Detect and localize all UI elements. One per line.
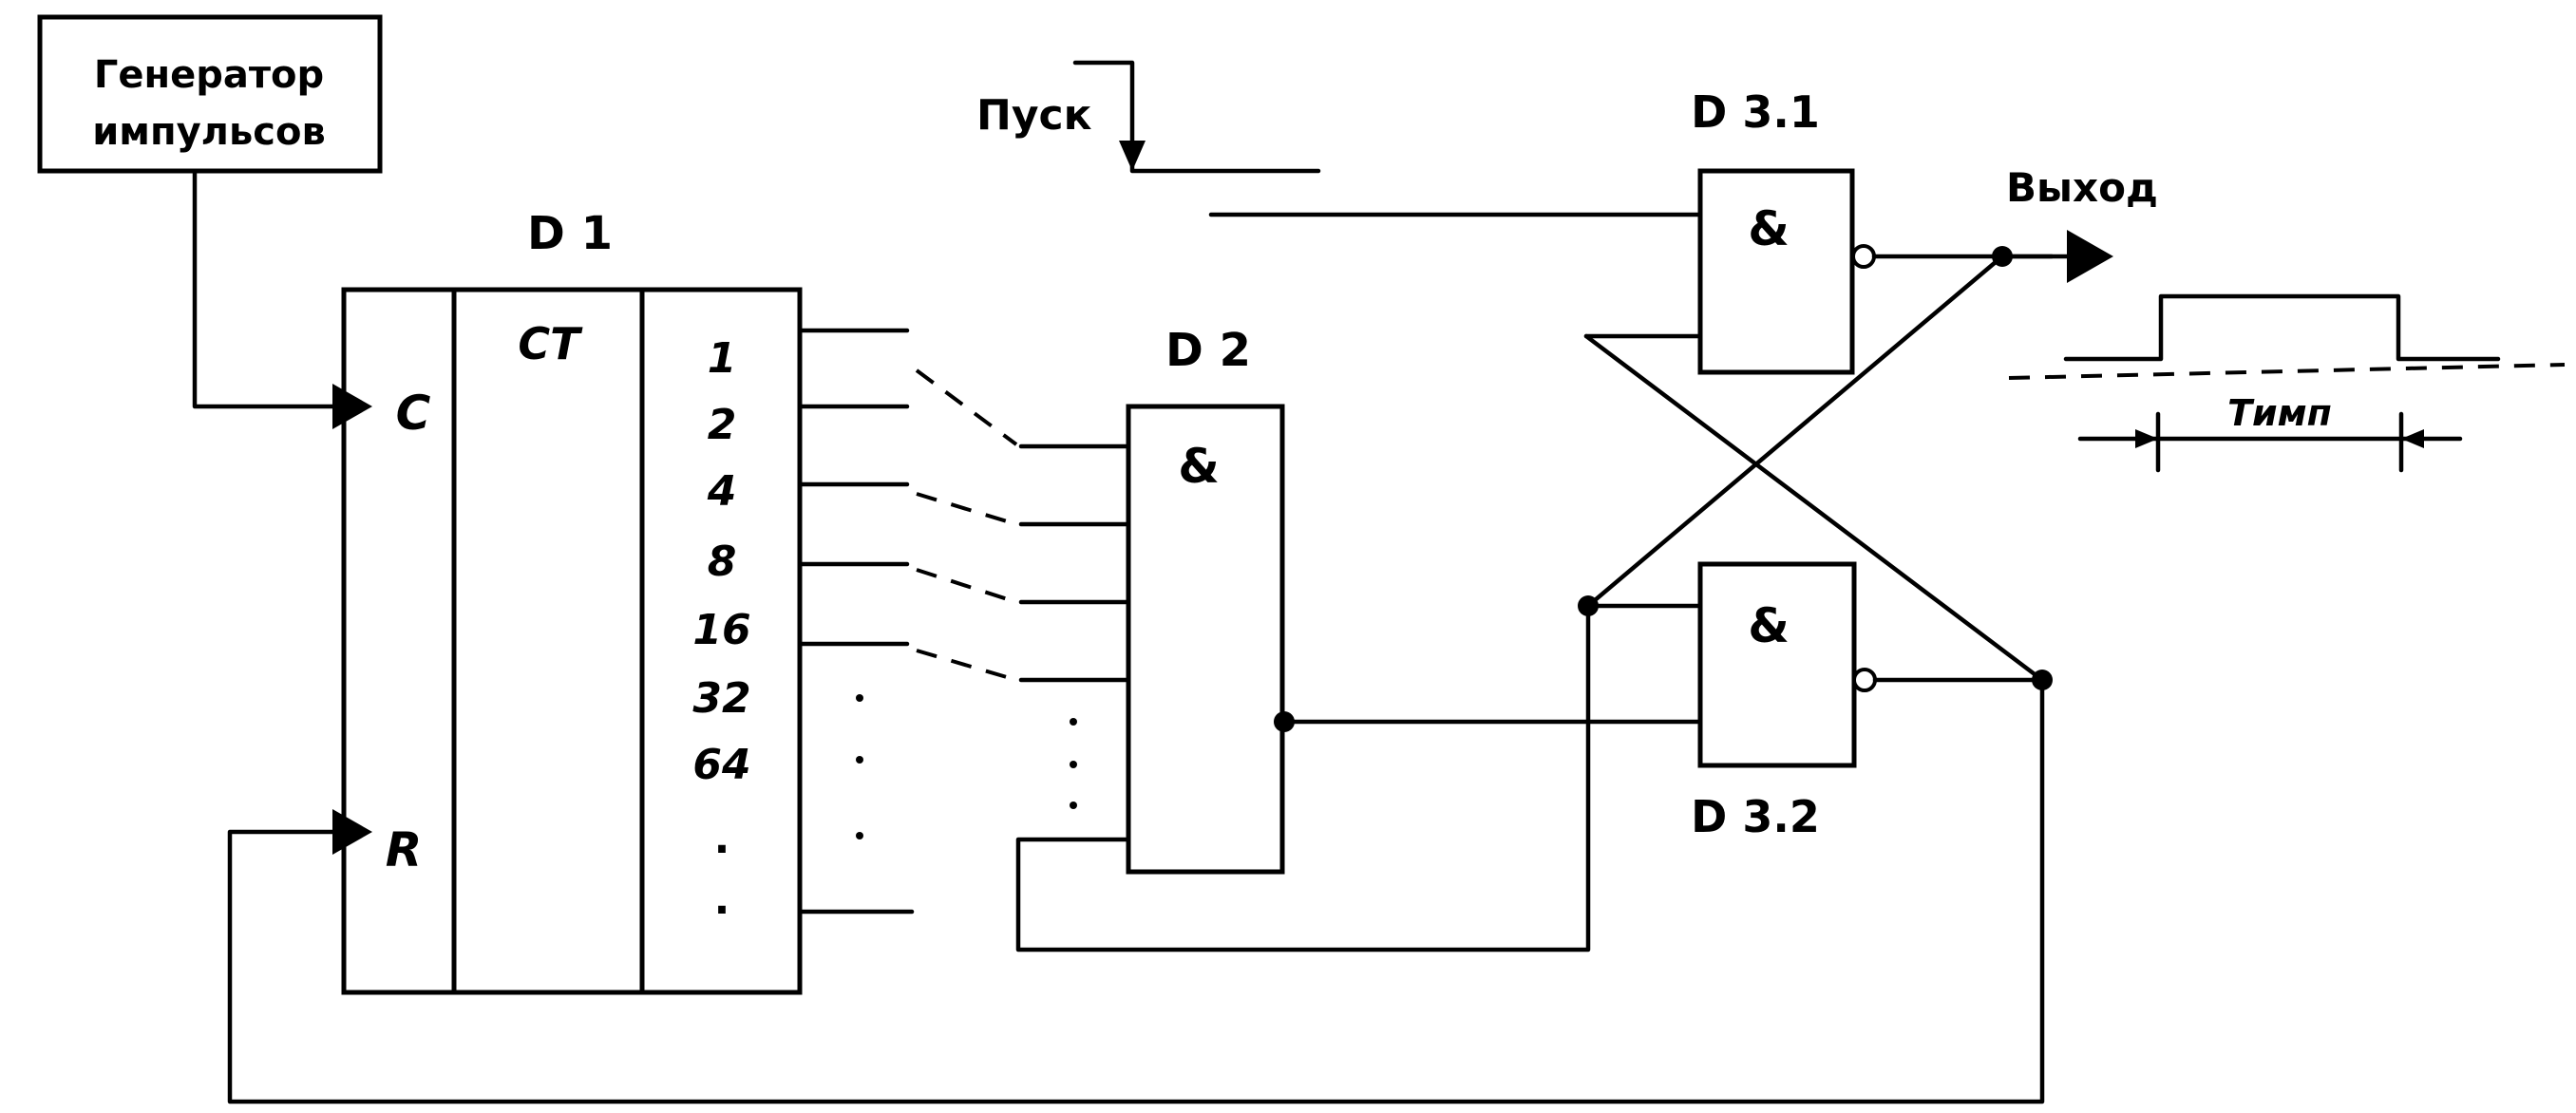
d1-counter-label: CT [518,318,583,369]
d32-input-node [1578,595,1599,616]
clock-wire [192,168,340,409]
start-arrow [1119,141,1146,171]
d1-reset-label: R [386,822,423,877]
d1-box [341,287,803,995]
start-signal: Пуск [976,60,1703,217]
d1-output-64: 64 [692,741,750,789]
d32-inversion-bubble [1852,668,1877,692]
d1-output-1: 1 [708,334,737,383]
d2-output-node [1274,711,1295,732]
d1-output-4: 4 [707,467,737,516]
cross-coupling [1578,254,2053,690]
output-label: Выход [2006,164,2158,211]
selectable-connections [915,368,1018,682]
counter-d1: D 1 CT C R 1 2 4 8 16 32 64 . . [341,207,803,995]
nand-gate-d31: D 3.1 & [1583,86,2055,375]
reset-feedback-wire [227,677,2045,1104]
d1-output-dot-2: . [714,876,730,924]
cross-wire-down [1583,333,2045,683]
d1-ellipsis-dots [856,694,863,839]
output-arrow: Выход [1992,164,2158,283]
pulse-waveform [2063,293,2501,362]
pulse-diagram: Тимп [2008,293,2566,473]
d31-box [1697,168,1855,375]
generator-label-line2: импульсов [92,110,326,154]
output-arrowhead [2067,230,2113,283]
d2-feedback-wire [1015,603,1591,953]
d2-symbol: & [1178,439,1220,494]
start-switch-line [1072,60,1321,174]
pulse-dim-arrow-left [2135,429,2158,448]
d1-output-16: 16 [692,606,750,654]
d32-symbol: & [1748,598,1790,653]
and-gate-d2: D 2 & [1018,324,1285,875]
start-label: Пуск [976,91,1092,140]
pulse-dim-arrow-right [2401,429,2424,448]
d31-inversion-bubble [1851,244,1876,269]
pulse-generator: Генератор импульсов [37,14,383,174]
d1-output-stubs [797,328,915,915]
d31-symbol: & [1748,201,1790,256]
d1-clock-label: C [396,386,431,441]
d2-box [1126,404,1285,875]
pulse-baseline [2008,363,2566,380]
d1-output-32: 32 [692,674,750,723]
d32-title: D 3.2 [1691,791,1820,842]
d2-title: D 2 [1165,324,1251,377]
generator-box [37,14,383,174]
d31-title: D 3.1 [1691,86,1820,138]
nand-gate-d32: & D 3.2 [1585,561,2045,842]
generator-label-line1: Генератор [94,53,324,97]
d32-box [1697,561,1857,768]
d1-output-2: 2 [708,401,737,449]
pulse-width-label: Тимп [2227,392,2332,434]
cross-wire-up [1585,254,2005,609]
reset-input-arrow [332,809,372,855]
d1-output-dot-1: . [714,815,730,863]
d1-title: D 1 [527,207,613,260]
clock-input-arrow [332,384,372,429]
d1-output-8: 8 [708,538,737,586]
